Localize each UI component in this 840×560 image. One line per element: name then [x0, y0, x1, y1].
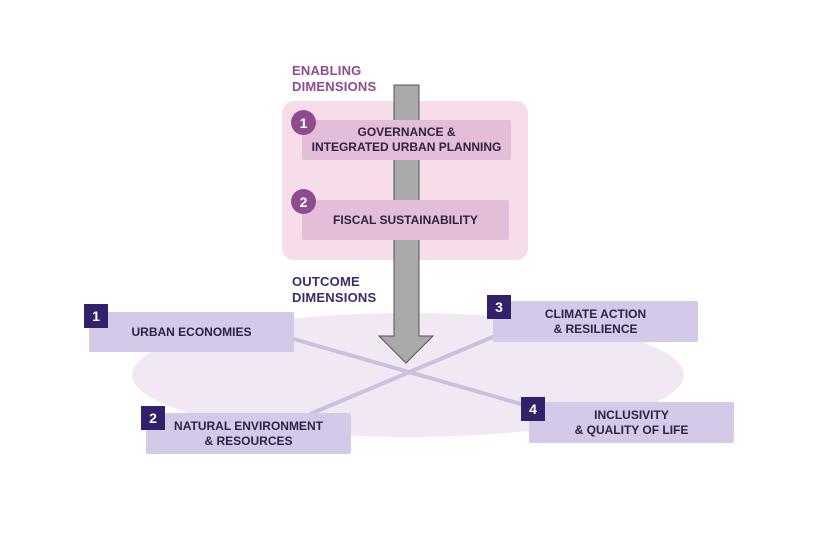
outcome-box-urban-economies: URBAN ECONOMIES [89, 312, 294, 352]
outcome-number-badge-3: 3 [487, 295, 511, 319]
enabling-box-fiscal: FISCAL SUSTAINABILITY [302, 200, 509, 240]
connector-line-1-4 [289, 336, 536, 410]
outcome-number-badge-4: 4 [521, 397, 545, 421]
enabling-number-badge-1: 1 [291, 110, 316, 135]
enabling-dimensions-heading: ENABLING DIMENSIONS [292, 63, 377, 94]
outcome-box-natural-environment: NATURAL ENVIRONMENT & RESOURCES [146, 413, 351, 454]
connector-line-3-2 [309, 334, 496, 416]
outcome-number-badge-2: 2 [141, 406, 165, 430]
outcome-box-climate-action: CLIMATE ACTION & RESILIENCE [493, 301, 698, 342]
outcome-dimensions-heading: OUTCOME DIMENSIONS [292, 274, 377, 305]
outcome-number-badge-1: 1 [84, 304, 108, 328]
enabling-box-governance: GOVERNANCE & INTEGRATED URBAN PLANNING [302, 120, 511, 160]
enabling-number-badge-2: 2 [291, 189, 316, 214]
outcome-box-inclusivity: INCLUSIVITY & QUALITY OF LIFE [529, 402, 734, 443]
